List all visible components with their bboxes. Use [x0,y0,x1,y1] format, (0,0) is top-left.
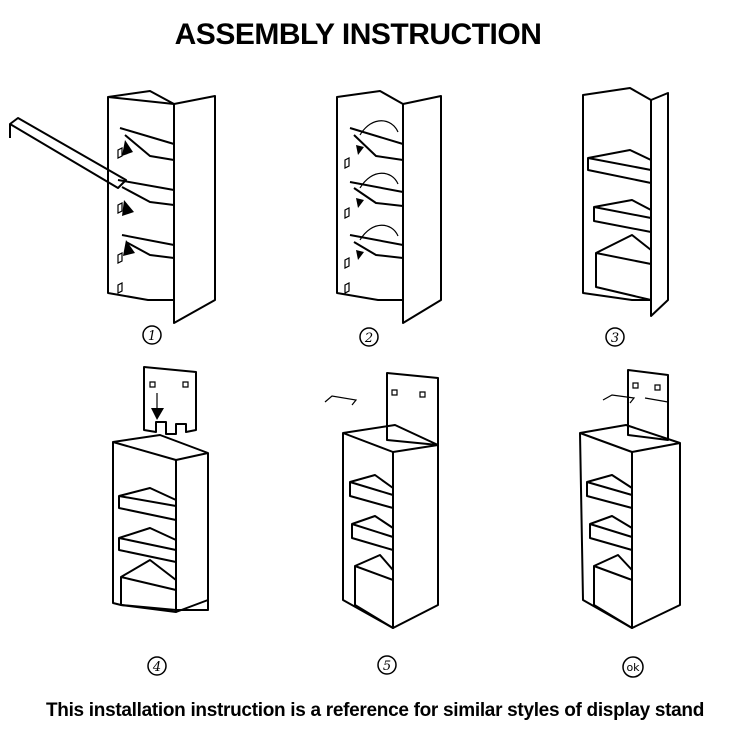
step-1-figure [9,90,216,324]
step-3-label: 3 [611,331,619,346]
step-5-label: 5 [383,659,391,674]
step-2-figure [336,90,442,324]
step-2-marker: 2 [359,327,379,347]
step-4-marker: 4 [147,656,167,676]
step-1-label: 1 [148,329,156,344]
step-3-figure [582,87,669,317]
footer-note: This installation instruction is a refer… [45,700,705,721]
step-ok-marker: ok [622,656,644,678]
step-ok-label: ok [626,661,640,674]
step-1-marker: 1 [142,325,162,345]
step-5-figure [324,372,439,629]
step-5-marker: 5 [377,655,397,675]
step-4-figure [112,366,209,613]
step-3-marker: 3 [605,327,625,347]
step-2-label: 2 [364,331,373,346]
step-ok-figure [579,369,681,629]
step-4-label: 4 [152,660,161,675]
page-title: ASSEMBLY INSTRUCTION [174,18,542,51]
